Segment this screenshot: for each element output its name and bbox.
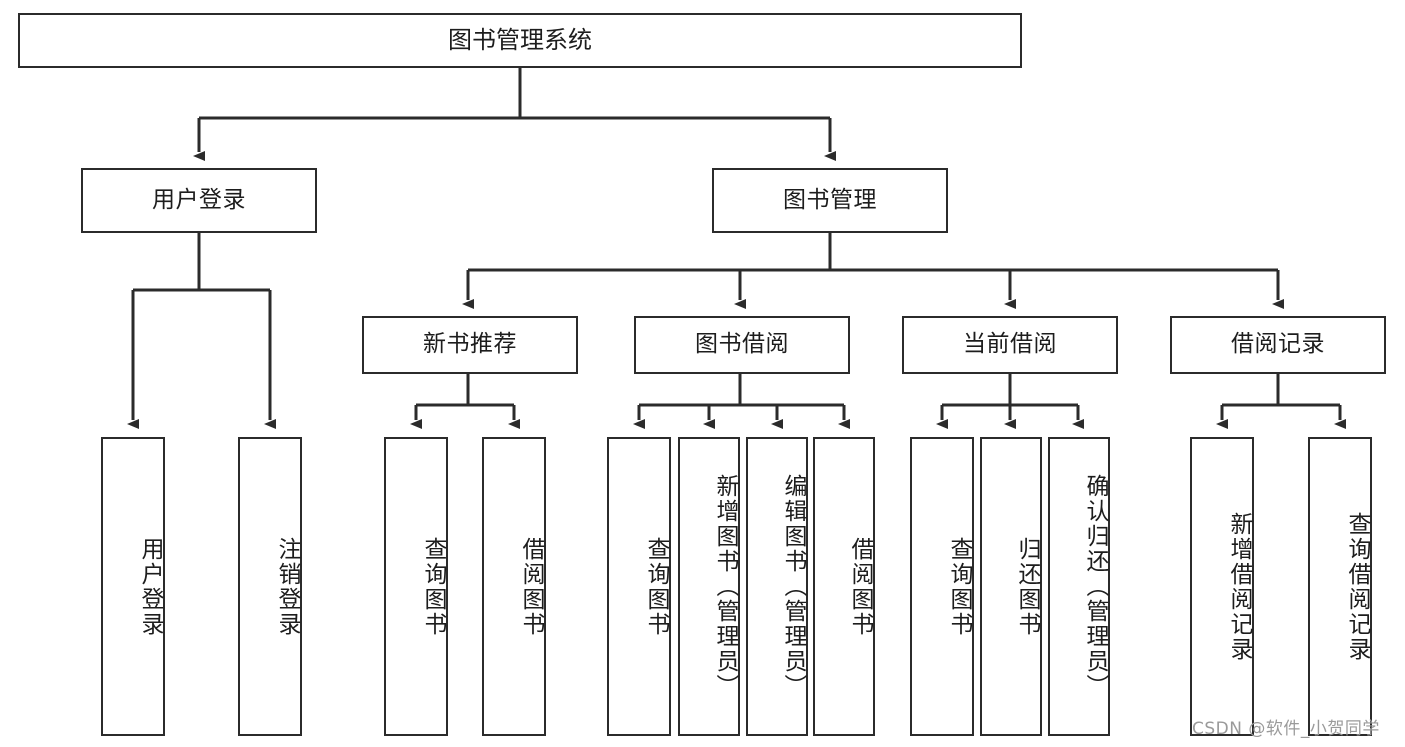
- node-label: 图书管理系统: [448, 26, 592, 55]
- node-label: 当前借阅: [963, 331, 1057, 358]
- node-label: 查询图书: [946, 536, 972, 637]
- leaf-recommend-borrow-book[interactable]: 借阅图书: [482, 437, 546, 736]
- node-label: 新书推荐: [423, 331, 517, 358]
- node-book-management[interactable]: 图书管理: [712, 168, 948, 233]
- node-label: 查询借阅记录: [1344, 511, 1370, 662]
- node-borrow-record[interactable]: 借阅记录: [1170, 316, 1386, 374]
- node-label: 借阅记录: [1231, 331, 1325, 358]
- leaf-borrow-edit-book-admin[interactable]: 编辑图书（管理员）: [746, 437, 808, 736]
- node-label: 查询图书: [420, 536, 446, 637]
- leaf-user-login[interactable]: 用户登录: [101, 437, 165, 736]
- node-label: 用户登录: [152, 186, 246, 213]
- leaf-borrow-query-book[interactable]: 查询图书: [607, 437, 671, 736]
- node-label: 新增图书（管理员）: [712, 474, 738, 699]
- csdn-watermark: CSDN @软件_小贺同学: [1192, 719, 1380, 739]
- node-label: 归还图书: [1014, 536, 1040, 637]
- node-label: 确认归还（管理员）: [1082, 474, 1108, 699]
- node-label: 借阅图书: [518, 536, 544, 637]
- leaf-current-confirm-return-admin[interactable]: 确认归还（管理员）: [1048, 437, 1110, 736]
- node-user-login[interactable]: 用户登录: [81, 168, 317, 233]
- node-label: 注销登录: [274, 536, 300, 637]
- node-root-system[interactable]: 图书管理系统: [18, 13, 1022, 68]
- leaf-current-query-book[interactable]: 查询图书: [910, 437, 974, 736]
- leaf-current-return-book[interactable]: 归还图书: [980, 437, 1042, 736]
- leaf-borrow-borrow-book[interactable]: 借阅图书: [813, 437, 875, 736]
- node-label: 编辑图书（管理员）: [780, 474, 806, 699]
- node-label: 借阅图书: [847, 536, 873, 637]
- node-label: 新增借阅记录: [1226, 511, 1252, 662]
- node-label: 图书管理: [783, 186, 877, 213]
- node-book-borrow[interactable]: 图书借阅: [634, 316, 850, 374]
- node-label: 查询图书: [643, 536, 669, 637]
- leaf-recommend-query-book[interactable]: 查询图书: [384, 437, 448, 736]
- node-label: 图书借阅: [695, 331, 789, 358]
- leaf-record-query-record[interactable]: 查询借阅记录: [1308, 437, 1372, 736]
- leaf-record-add-record[interactable]: 新增借阅记录: [1190, 437, 1254, 736]
- node-current-borrow[interactable]: 当前借阅: [902, 316, 1118, 374]
- leaf-logout-login[interactable]: 注销登录: [238, 437, 302, 736]
- leaf-borrow-add-book-admin[interactable]: 新增图书（管理员）: [678, 437, 740, 736]
- node-label: 用户登录: [137, 536, 163, 637]
- node-new-book-recommend[interactable]: 新书推荐: [362, 316, 578, 374]
